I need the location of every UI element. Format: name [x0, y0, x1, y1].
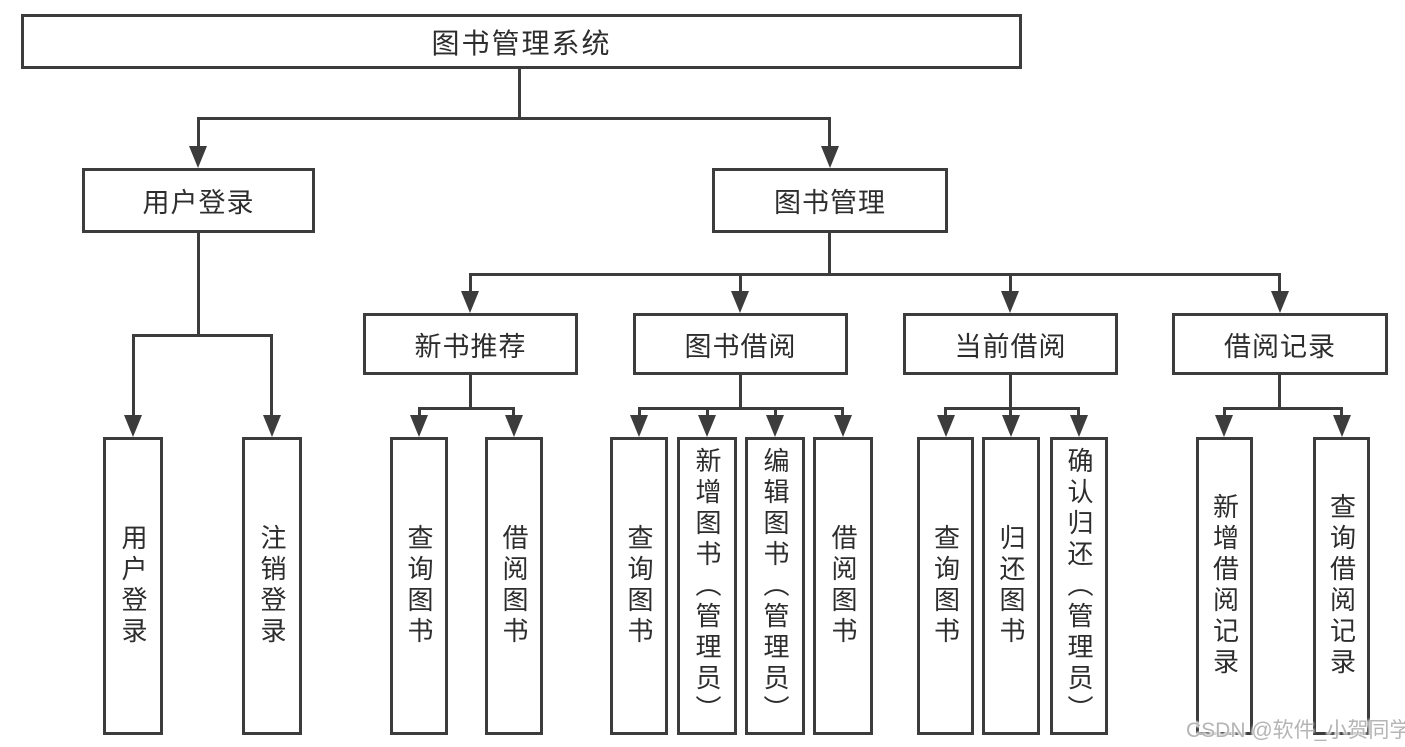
connector-current-drop: [944, 407, 947, 419]
connector-bookmgmt-drop: [1009, 273, 1012, 295]
connector-borrowing-drop: [841, 407, 844, 419]
leaf-query-books: 查询图书: [610, 437, 668, 735]
connector-borrowing-bar: [638, 407, 844, 410]
connector-root-right-drop: [828, 117, 831, 150]
connector-userlogin-stem: [197, 233, 200, 334]
connector-userlogin-drop: [270, 334, 273, 419]
connector-bookmgmt-drop: [469, 273, 472, 295]
leaf-logout: 注销登录: [242, 437, 302, 735]
arrow-down-icon: [1002, 415, 1020, 437]
arrow-down-icon: [834, 415, 852, 437]
connector-newbook-drop: [418, 407, 421, 419]
connector-borrowing-drop: [774, 407, 777, 419]
connector-root-stem: [518, 69, 521, 117]
leaf-confirm-return-admin: 确认归还（管理员）: [1050, 437, 1108, 735]
connector-newbook-stem: [469, 375, 472, 407]
leaf-edit-books-admin: 编辑图书（管理员）: [745, 437, 805, 735]
node-book-management: 图书管理: [712, 168, 948, 233]
leaf-query-books: 查询图书: [390, 437, 448, 735]
arrow-down-icon: [1271, 291, 1289, 313]
node-root-system: 图书管理系统: [21, 14, 1022, 69]
arrow-down-icon: [1001, 291, 1019, 313]
node-book-borrowing: 图书借阅: [633, 313, 848, 375]
node-current-borrowing: 当前借阅: [903, 313, 1118, 375]
arrow-down-icon: [505, 415, 523, 437]
arrow-down-icon: [461, 291, 479, 313]
arrow-down-icon: [1333, 415, 1351, 437]
connector-bookmgmt-bar: [469, 273, 1281, 276]
arrow-down-icon: [821, 146, 839, 168]
arrow-down-icon: [263, 415, 281, 437]
arrow-down-icon: [189, 146, 207, 168]
connector-bookmgmt-drop: [1278, 273, 1281, 295]
connector-newbook-bar: [418, 407, 515, 410]
arrow-down-icon: [698, 415, 716, 437]
connector-root-left-drop: [197, 117, 200, 150]
connector-borrowing-stem: [739, 375, 742, 407]
connector-userlogin-drop: [132, 334, 135, 419]
connector-records-stem: [1278, 375, 1281, 407]
arrow-down-icon: [1215, 415, 1233, 437]
leaf-return-books: 归还图书: [982, 437, 1040, 735]
arrow-down-icon: [731, 291, 749, 313]
csdn-watermark: CSDN @软件_小贺同学: [1186, 719, 1405, 742]
connector-borrowing-drop: [638, 407, 641, 419]
leaf-borrow-books: 借阅图书: [813, 437, 873, 735]
node-borrowing-records: 借阅记录: [1172, 313, 1388, 375]
connector-records-bar: [1223, 407, 1343, 410]
arrow-down-icon: [410, 415, 428, 437]
node-new-book-recommend: 新书推荐: [363, 313, 578, 375]
connector-records-drop: [1340, 407, 1343, 419]
arrow-down-icon: [937, 415, 955, 437]
connector-records-drop: [1223, 407, 1226, 419]
arrow-down-icon: [1070, 415, 1088, 437]
leaf-user-login: 用户登录: [103, 437, 163, 735]
connector-current-drop: [1077, 407, 1080, 419]
connector-bookmgmt-stem: [828, 233, 831, 273]
leaf-add-borrow-record: 新增借阅记录: [1196, 437, 1253, 735]
leaf-borrow-books: 借阅图书: [485, 437, 543, 735]
leaf-query-books: 查询图书: [917, 437, 974, 735]
arrow-down-icon: [766, 415, 784, 437]
connector-current-drop: [1009, 407, 1012, 419]
leaf-add-books-admin: 新增图书（管理员）: [677, 437, 737, 735]
connector-borrowing-drop: [706, 407, 709, 419]
connector-root-bar: [197, 117, 831, 120]
connector-current-bar: [944, 407, 1080, 410]
arrow-down-icon: [124, 415, 142, 437]
connector-newbook-drop: [512, 407, 515, 419]
node-user-login: 用户登录: [82, 168, 315, 233]
leaf-query-borrow-record: 查询借阅记录: [1313, 437, 1370, 735]
arrow-down-icon: [630, 415, 648, 437]
connector-current-stem: [1009, 375, 1012, 407]
connector-userlogin-bar: [132, 334, 273, 337]
connector-bookmgmt-drop: [739, 273, 742, 295]
